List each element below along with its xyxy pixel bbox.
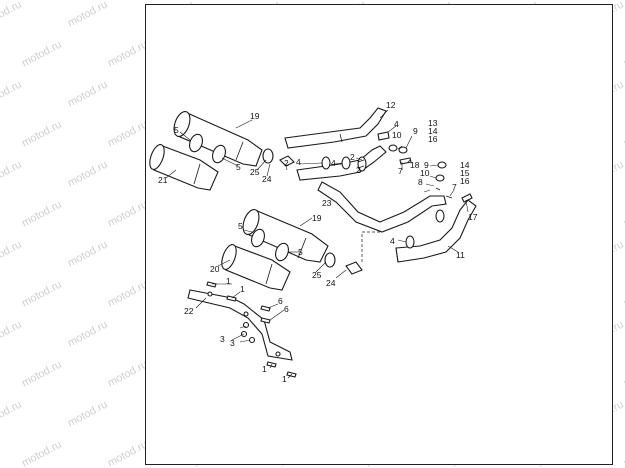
callout-10-a: 10 — [392, 130, 402, 140]
callout-21: 21 — [158, 175, 168, 185]
clamp-24-lower — [345, 261, 363, 275]
callout-4-b: 4 — [296, 157, 301, 167]
callout-9-b: 9 — [424, 160, 429, 170]
callout-10-b: 10 — [420, 168, 430, 178]
callout-7-b: 7 — [452, 182, 457, 192]
callout-20: 20 — [210, 264, 220, 274]
clamp-5-a — [189, 133, 203, 153]
nut-10-a — [398, 146, 408, 154]
mounting-bracket-22 — [187, 289, 293, 361]
callout-23: 23 — [322, 198, 332, 208]
callout-9-a: 9 — [413, 126, 418, 136]
callout-24-lower: 24 — [326, 278, 336, 288]
nut-3-b — [248, 336, 256, 344]
gasket-4-b — [341, 156, 351, 170]
crossover-pipe-23 — [317, 181, 447, 233]
callout-2-b: 2 — [350, 152, 355, 162]
callout-22: 22 — [184, 306, 194, 316]
callout-1-b: 1 — [240, 284, 245, 294]
gasket-4-c — [405, 235, 415, 249]
callout-5-b: 5 — [236, 162, 241, 172]
gasket-4-d — [435, 209, 445, 223]
callout-14-b: 14 — [460, 160, 470, 170]
gasket-4-a — [321, 156, 331, 170]
callout-2-a: 2 — [284, 158, 289, 168]
callout-5-d: 5 — [298, 247, 303, 257]
callout-3-a: 3 — [220, 334, 225, 344]
head-pipe-11 — [395, 199, 477, 263]
callout-3-b: 3 — [230, 338, 235, 348]
callout-4-c: 4 — [331, 158, 336, 168]
nut-10-b — [435, 174, 445, 182]
muffler-shield-lower-20 — [221, 244, 291, 291]
callout-14-a: 14 — [428, 126, 438, 136]
callout-11: 11 — [456, 250, 465, 260]
gasket-25-lower — [324, 252, 336, 268]
callout-19-lower: 19 — [312, 213, 322, 223]
callout-1-d: 1 — [282, 374, 287, 384]
callout-15: 15 — [460, 168, 470, 178]
washer-9-b — [437, 161, 447, 169]
callout-12: 12 — [386, 100, 396, 110]
callout-16-b: 16 — [460, 176, 470, 186]
bolt-6-a — [260, 305, 271, 312]
bolt-1-a — [206, 281, 217, 288]
callout-2-c: 2 — [356, 165, 361, 175]
stud-17 — [461, 193, 473, 203]
spring-13 — [377, 131, 390, 141]
callout-6-b: 6 — [284, 304, 289, 314]
muffler-upper-19 — [173, 111, 263, 167]
callout-18: 18 — [410, 160, 420, 170]
callout-4-d: 4 — [390, 236, 395, 246]
callout-5-a: 5 — [174, 125, 179, 135]
diagram-frame — [145, 4, 613, 465]
bolt-6-b — [260, 317, 271, 324]
head-pipe-front-12 — [284, 107, 387, 149]
clamp-24-upper — [279, 155, 295, 167]
callout-25-upper: 25 — [250, 167, 260, 177]
gasket-25-upper — [262, 148, 274, 164]
callout-labels: 19 5 5 21 25 24 2 12 4 13 10 9 14 16 4 4… — [158, 100, 478, 384]
callout-19-upper: 19 — [250, 111, 260, 121]
callout-1-c: 1 — [262, 364, 267, 374]
callout-7-a: 7 — [398, 166, 403, 176]
callout-1-a: 1 — [226, 276, 231, 286]
callout-17: 17 — [468, 212, 478, 222]
callout-16-a: 16 — [428, 134, 438, 144]
clamp-5-c — [251, 228, 265, 248]
washer-9-a — [388, 144, 398, 152]
callout-6-a: 6 — [278, 296, 283, 306]
callout-5-c: 5 — [238, 221, 243, 231]
callout-13: 13 — [428, 118, 438, 128]
muffler-lower-19 — [242, 209, 329, 263]
clamp-5-d — [275, 242, 289, 262]
callout-8: 8 — [418, 177, 423, 187]
callout-25-lower: 25 — [312, 270, 322, 280]
muffler-shield-upper-21 — [149, 144, 219, 191]
callout-4-a: 4 — [394, 119, 399, 129]
leader-lines — [165, 109, 469, 379]
callout-24-upper: 24 — [262, 174, 272, 184]
stud-18 — [399, 157, 412, 165]
